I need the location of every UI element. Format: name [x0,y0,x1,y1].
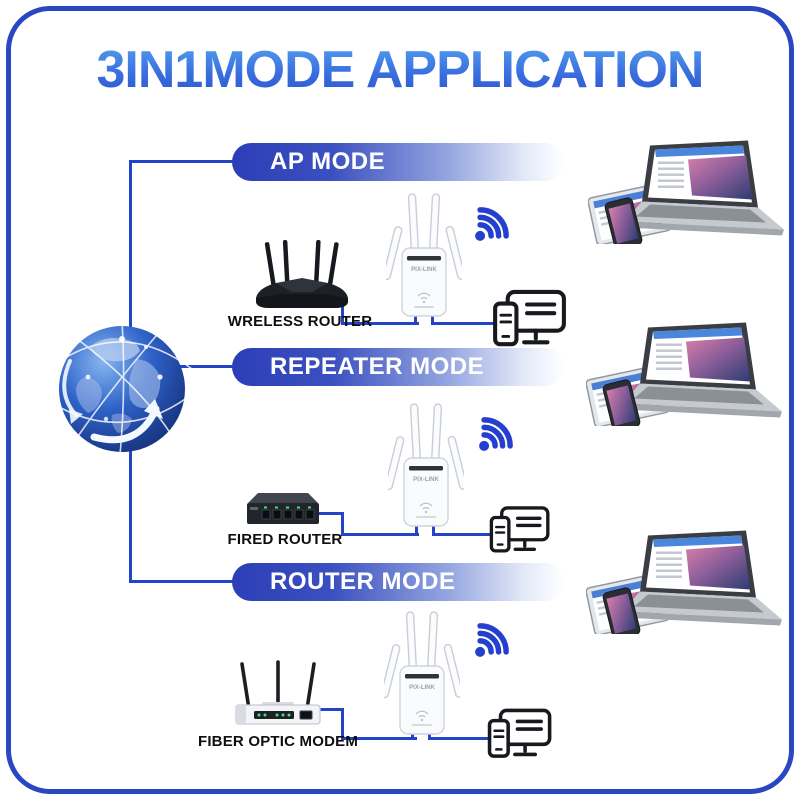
laptop-tablet-phone-image [586,322,782,426]
connector-line [431,322,495,325]
wired-router-image [247,493,319,524]
modem-antennas [240,660,316,711]
mode-pill-ap: AP MODE [232,143,564,181]
laptop-tablet-phone-image [586,530,782,634]
connector-line [411,732,414,739]
connector-line [341,533,419,536]
wifi-repeater-icon: PIX-LINK [384,611,460,735]
monitor-phone-icon [487,708,552,758]
smartphone [604,197,643,244]
wifi-signal-icon [479,417,513,451]
connector-line [414,314,417,324]
smartphone [602,379,641,426]
repeater-brand-text: PIX-LINK [411,267,437,273]
laptop-tablet-phone-image [588,140,784,244]
connector-line [316,708,344,711]
repeater-antennas [384,611,460,699]
mode-pill-router: ROUTER MODE [232,563,564,601]
repeater-antennas [386,193,462,281]
wifi-signal-icon [475,207,509,241]
router-antennas [264,240,339,286]
wifi-repeater-icon: PIX-LINK [386,193,462,317]
connector-line [431,314,434,324]
connector-line [341,512,344,536]
connector-line [341,322,419,325]
fiber-optic-modem-image [235,660,321,725]
laptop [622,530,782,626]
smartphone [602,587,641,634]
connector-line [341,295,344,325]
laptop [622,322,782,418]
connector-line [314,512,344,515]
branch-line-router [129,580,234,583]
device-label: WRELESS ROUTER [227,313,373,330]
connector-line [341,708,344,740]
wireless-router-image [256,240,348,308]
device-label: FIBER OPTIC MODEM [197,733,359,750]
connector-line [341,737,417,740]
device-label: FIRED ROUTER [227,531,343,548]
branch-line-repeater [129,365,234,368]
monitor-phone-icon [493,289,566,347]
connector-line [415,524,418,535]
mode-pill-repeater: REPEATER MODE [232,348,564,386]
repeater-antennas [388,403,464,491]
repeater-brand-text: PIX-LINK [409,685,435,691]
repeater-brand-text: PIX-LINK [413,477,439,483]
branch-line-ap [129,160,234,163]
monitor-phone-icon [489,506,550,553]
internet-globe-icon [51,320,197,456]
wifi-repeater-icon: PIX-LINK [388,403,464,527]
wifi-signal-icon [475,623,509,657]
page-title: 3IN1MODE APPLICATION [0,40,800,100]
connector-line [428,737,490,740]
laptop [624,140,784,236]
connector-line [432,524,435,535]
connector-line [428,732,431,739]
connector-line [432,533,492,536]
